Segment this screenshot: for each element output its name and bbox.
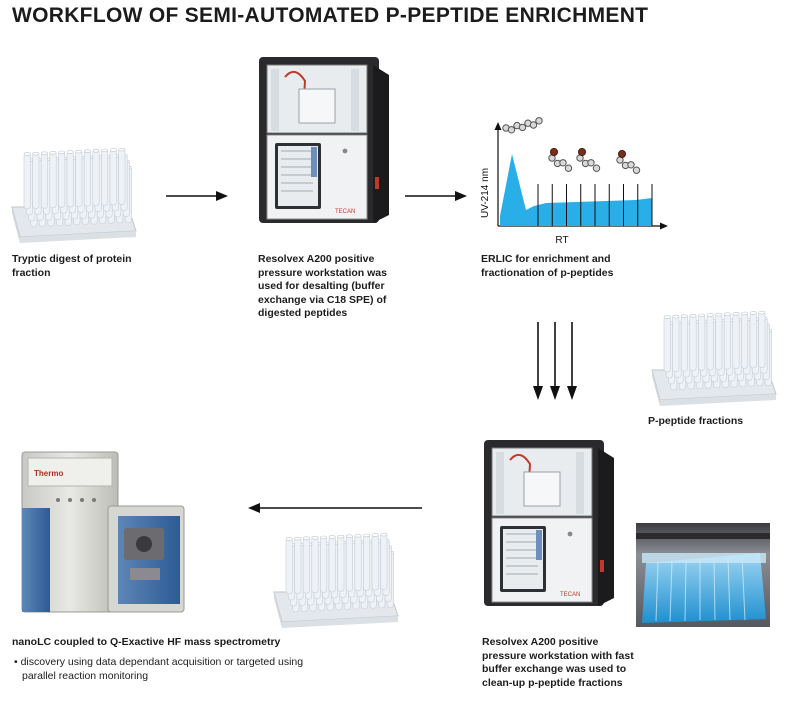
well-plate-image-cleanup — [273, 532, 399, 628]
phospho-peptide-icon — [576, 147, 601, 172]
resolvex-workstation-image-1: TECAN — [259, 57, 389, 223]
arrow-right-icon — [405, 191, 467, 201]
svg-text:TECAN: TECAN — [560, 592, 580, 598]
caption-erlic: ERLIC for enrichment and fractionation o… — [481, 253, 614, 279]
blue-filter-plate-photo — [636, 523, 770, 627]
chart-ylabel: UV-214 nm — [480, 168, 491, 218]
caption-fractions: P-peptide fractions — [648, 415, 744, 427]
well-plate-image-digest — [11, 147, 137, 243]
caption-digest: Tryptic digest of protein fraction — [12, 253, 132, 279]
phospho-peptide-icon — [548, 147, 573, 172]
fraction-dividers — [537, 184, 653, 226]
arrow-left-icon — [248, 503, 422, 513]
caption-desalting: Resolvex A200 positive pressure workstat… — [258, 253, 387, 319]
arrow-right-icon — [166, 191, 228, 201]
page-title: WORKFLOW OF SEMI-AUTOMATED P-PEPTIDE ENR… — [12, 4, 649, 27]
resolvex-workstation-image-2: TECAN — [484, 440, 614, 606]
chart-xlabel: RT — [555, 235, 568, 246]
nanolc-bullet: discovery using data dependant acquisiti… — [12, 656, 332, 683]
mass-spectrometer-image: Thermo — [21, 451, 185, 613]
arrow-down-icon — [533, 322, 577, 400]
caption-cleanup: Resolvex A200 positive pressure workstat… — [482, 636, 634, 689]
well-plate-image-fractions — [651, 310, 777, 406]
svg-text:Thermo: Thermo — [34, 469, 63, 478]
svg-text:TECAN: TECAN — [335, 209, 355, 215]
erlic-chromatogram: UV-214 nm RT — [480, 117, 668, 246]
caption-nanolc: nanoLC coupled to Q-Exactive HF mass spe… — [12, 636, 281, 648]
nanolc-bullet-list: discovery using data dependant acquisiti… — [12, 656, 332, 683]
peptide-chain-icon — [502, 117, 543, 134]
phospho-peptide-icon — [616, 149, 641, 174]
